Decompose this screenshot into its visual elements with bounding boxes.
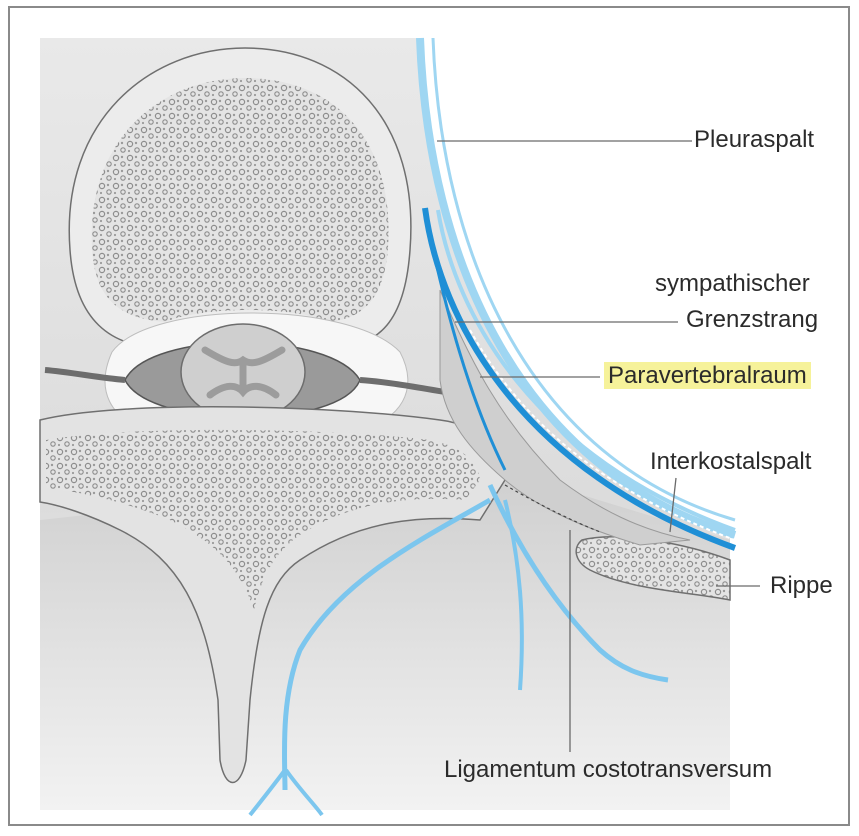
label-pleuraspalt: Pleuraspalt [694,126,814,154]
label-interkostalspalt: Interkostalspalt [650,448,811,476]
label-ligamentum: Ligamentum costotransversum [444,756,772,784]
label-rippe: Rippe [770,572,833,600]
label-grenzstrang: Grenzstrang [686,306,818,334]
label-sympathischer: sympathischer [655,270,810,298]
label-paravertebralraum: Paravertebralraum [604,362,811,390]
paravertebralraum-highlight: Paravertebralraum [604,362,811,389]
